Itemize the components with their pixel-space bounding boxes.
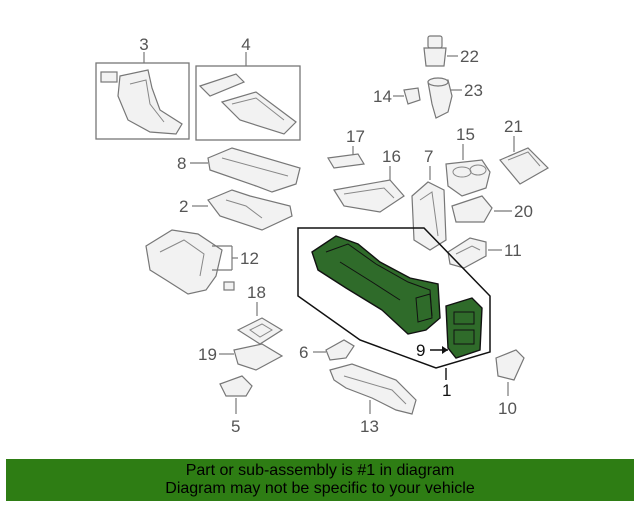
banner-line-1: Part or sub-assembly is #1 in diagram xyxy=(185,462,455,479)
part-16-detail xyxy=(343,187,395,199)
part-21-shape xyxy=(499,147,549,185)
callout-23: 23 xyxy=(464,81,483,100)
part-12-shape xyxy=(145,229,223,295)
callout-2: 2 xyxy=(179,197,188,216)
part-11-group[interactable]: 11 xyxy=(447,237,522,269)
part-13-group[interactable]: 13 xyxy=(329,363,417,436)
part-22-group[interactable]: 22 xyxy=(423,35,479,67)
callout-22: 22 xyxy=(460,47,479,66)
part-11-shape xyxy=(447,237,487,269)
part-12-group[interactable]: 12 xyxy=(145,229,259,295)
part-2-shape xyxy=(207,189,293,231)
callout-6: 6 xyxy=(299,343,308,362)
part-3-box xyxy=(95,62,190,140)
part-22-body xyxy=(423,47,447,67)
part-15-body xyxy=(445,159,491,197)
part-20-shape xyxy=(451,195,493,223)
part-6-group[interactable]: 6 xyxy=(299,339,355,362)
part-19-shape xyxy=(233,343,284,371)
part-7-lid xyxy=(411,181,447,251)
part-20-group[interactable]: 20 xyxy=(451,195,533,223)
part-6-shape xyxy=(325,339,355,361)
part-1-group[interactable]: 1 xyxy=(297,227,491,400)
part-10-shape xyxy=(495,349,525,381)
part-23-cap xyxy=(427,77,449,87)
callout-21: 21 xyxy=(504,117,523,136)
part-7-group[interactable]: 7 xyxy=(411,147,447,251)
part-11-detail xyxy=(455,245,481,255)
part-3-group[interactable]: 3 xyxy=(95,35,190,140)
part-3-clip xyxy=(100,71,118,83)
part-1-console-end xyxy=(415,293,433,323)
part-21-detail xyxy=(507,151,541,167)
callout-11: 11 xyxy=(504,241,522,260)
part-2-group[interactable]: 2 xyxy=(179,189,293,231)
callout-5: 5 xyxy=(231,417,240,436)
info-banner: Part or sub-assembly is #1 in diagram Di… xyxy=(6,459,634,501)
callout-14: 14 xyxy=(373,87,392,106)
part-8-detail xyxy=(221,157,289,177)
part-16-body xyxy=(333,179,405,213)
part-5-group[interactable]: 5 xyxy=(219,375,253,436)
callout-4: 4 xyxy=(241,35,250,54)
callout-19: 19 xyxy=(198,345,217,364)
part-17-shape xyxy=(327,153,365,169)
part-4-group[interactable]: 4 xyxy=(195,35,301,141)
callout-15: 15 xyxy=(456,125,475,144)
callout-8: 8 xyxy=(177,154,186,173)
part-19-group[interactable]: 19 xyxy=(198,343,284,371)
part-14-shape xyxy=(403,87,421,105)
part-5-shape xyxy=(219,375,253,397)
part-17-group[interactable]: 17 xyxy=(327,127,365,169)
part-15-cup-b xyxy=(469,164,487,176)
callout-7: 7 xyxy=(424,147,433,166)
part-4-detail xyxy=(231,97,285,121)
callout-10: 10 xyxy=(498,399,517,418)
part-8-group[interactable]: 8 xyxy=(177,147,301,193)
part-22-top xyxy=(427,35,443,49)
part-3-detail xyxy=(129,79,165,123)
part-7-detail xyxy=(419,191,439,237)
part-4-box xyxy=(195,65,301,141)
part-16-group[interactable]: 16 xyxy=(333,147,405,213)
part-9-vent-b xyxy=(453,329,475,345)
part-9-group[interactable]: 9 xyxy=(416,297,483,360)
part-23-body xyxy=(427,79,453,119)
part-4-lower xyxy=(220,91,297,135)
part-14-group[interactable]: 14 xyxy=(373,87,421,106)
part-8-shape xyxy=(207,147,301,193)
part-1-console-groove xyxy=(339,261,401,301)
callout-1: 1 xyxy=(442,381,451,400)
part-9-arrow xyxy=(442,346,448,354)
part-12-detail xyxy=(159,239,205,277)
part-13-detail xyxy=(343,375,407,405)
callout-3: 3 xyxy=(139,35,148,54)
callout-9: 9 xyxy=(416,341,425,360)
banner-line-2: Diagram may not be specific to your vehi… xyxy=(165,480,475,497)
callout-18: 18 xyxy=(247,283,266,302)
part-15-group[interactable]: 15 xyxy=(445,125,491,197)
part-2-detail xyxy=(225,199,263,219)
callout-12: 12 xyxy=(240,249,259,268)
part-13-shape xyxy=(329,363,417,415)
part-18-detail xyxy=(249,323,273,338)
part-10-group[interactable]: 10 xyxy=(495,349,525,418)
callout-20: 20 xyxy=(514,202,533,221)
part-1-box xyxy=(297,227,491,369)
part-18-group[interactable]: 18 xyxy=(236,283,284,345)
callout-16: 16 xyxy=(382,147,401,166)
part-23-group[interactable]: 23 xyxy=(427,77,483,119)
part-9-shape xyxy=(445,297,483,359)
part-21-group[interactable]: 21 xyxy=(499,117,549,185)
part-4-upper xyxy=(198,73,246,97)
part-18-shape xyxy=(236,317,284,345)
part-9-vent-a xyxy=(453,311,475,325)
callout-17: 17 xyxy=(346,127,365,146)
callout-13: 13 xyxy=(360,417,379,436)
part-12-clip xyxy=(223,281,235,291)
